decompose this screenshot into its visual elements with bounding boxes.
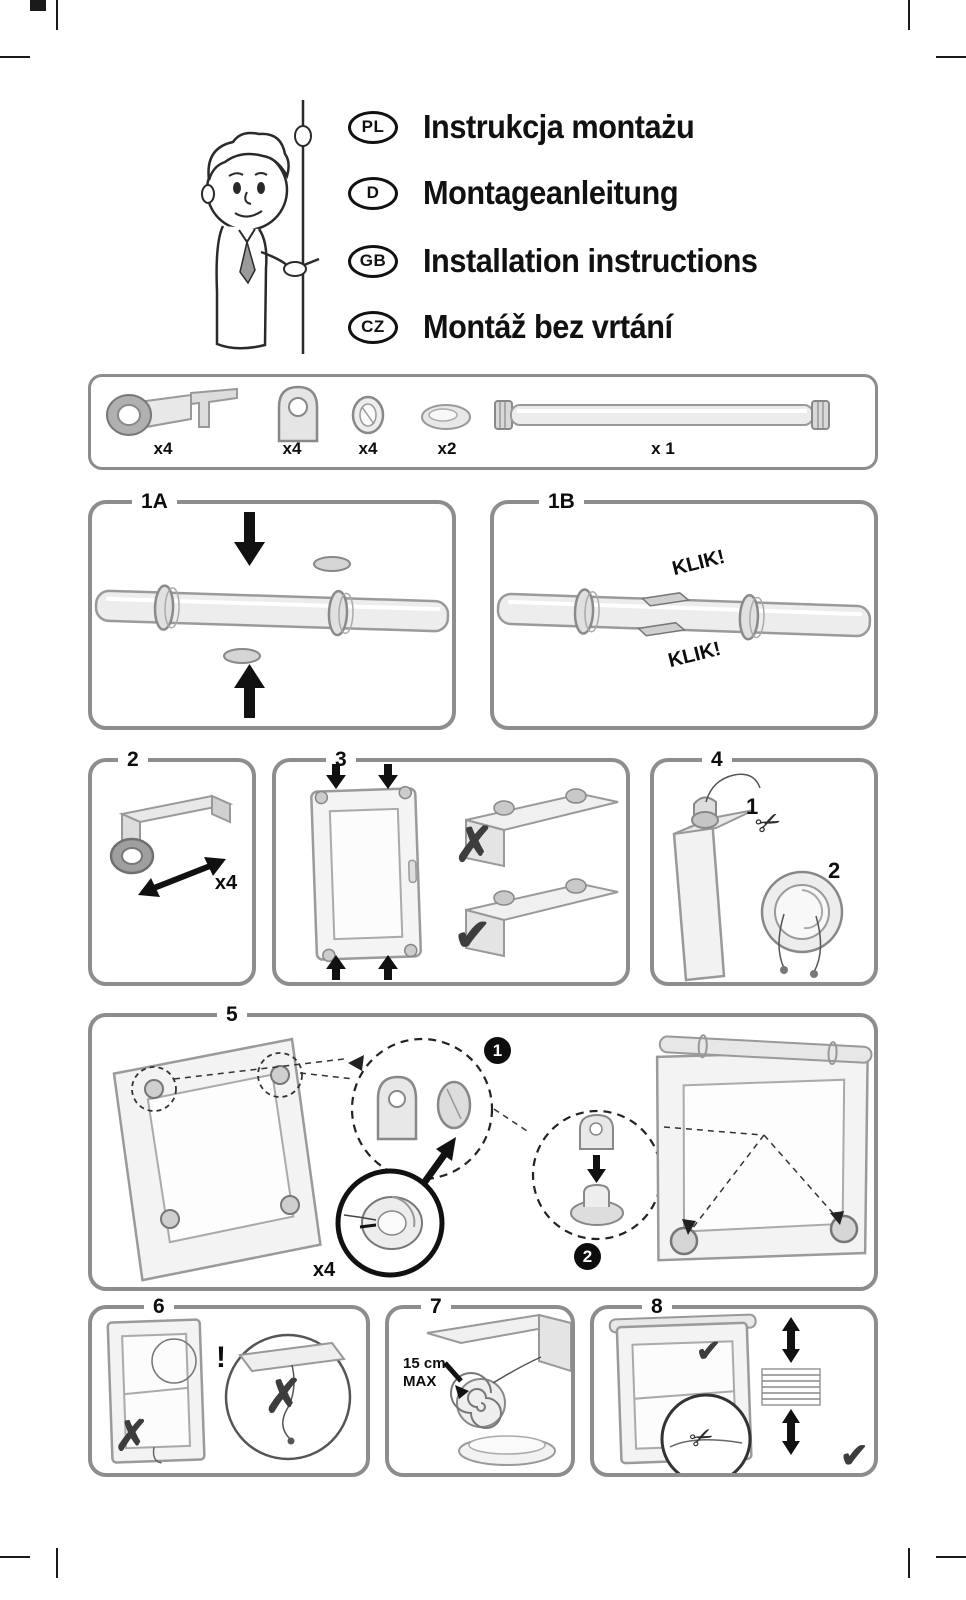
parts-illustration bbox=[106, 385, 830, 443]
step-7-label: 7 bbox=[421, 1291, 451, 1323]
step-1a-box: 1A bbox=[88, 486, 456, 730]
parts-list-box: x4 x4 x4 x2 x 1 bbox=[88, 374, 878, 470]
language-title-cz: Montáž bez vrtání bbox=[423, 308, 673, 345]
step-4-label: 4 bbox=[702, 744, 732, 776]
language-row-pl: PL Instrukcja montażu bbox=[348, 104, 715, 150]
language-row-d: D Montageanleitung bbox=[348, 170, 697, 216]
step-7-illustration bbox=[426, 1313, 571, 1466]
part-qty-disc: x4 bbox=[358, 439, 378, 458]
step-1b-box: 1B KLIK! KLIK! bbox=[490, 486, 878, 730]
step-3-check-mark: ✔ bbox=[454, 911, 491, 960]
crop-mark bbox=[30, 0, 46, 11]
step-6-exclamation: ! bbox=[216, 1341, 226, 1374]
step-6-cross-window: ✗ bbox=[114, 1412, 150, 1459]
crop-mark bbox=[0, 56, 30, 58]
step-7-15cm-text: 15 cm bbox=[403, 1355, 446, 1372]
crop-mark bbox=[936, 56, 966, 58]
step-6-cross-detail: ✗ bbox=[264, 1370, 303, 1422]
crop-mark bbox=[908, 1548, 910, 1578]
step-8-box: 8 ✔ ✂ ✔ bbox=[590, 1291, 878, 1477]
language-row-cz: CZ Montáž bez vrtání bbox=[348, 304, 691, 350]
step-5-badge-2: 2 bbox=[574, 1243, 601, 1270]
language-row-gb: GB Installation instructions bbox=[348, 238, 783, 284]
language-code-gb: GB bbox=[348, 244, 398, 278]
step-1b-illustration bbox=[496, 588, 872, 641]
step-4-box: 4 1 ✂ 2 bbox=[650, 744, 878, 986]
step-3-label: 3 bbox=[326, 744, 356, 776]
step-8-check-bottom: ✔ bbox=[840, 1437, 869, 1475]
part-qty-rod: x 1 bbox=[651, 439, 675, 458]
part-qty-cap: x2 bbox=[437, 439, 457, 458]
crop-mark bbox=[56, 0, 58, 30]
step-2-label: 2 bbox=[118, 744, 148, 776]
step-6-box: 6 ✗ ! ✗ bbox=[88, 1291, 370, 1477]
step-5-box: 5 bbox=[88, 999, 878, 1291]
step-4-number-2: 2 bbox=[828, 858, 841, 883]
peeking-character-illustration bbox=[201, 100, 320, 354]
step-1a-illustration bbox=[94, 512, 450, 718]
language-code-cz: CZ bbox=[348, 310, 398, 344]
step-7-max-text: MAX bbox=[403, 1373, 437, 1390]
step-5-badge-1: 1 bbox=[484, 1037, 511, 1064]
language-title-d: Montageanleitung bbox=[423, 174, 679, 211]
step-8-check-top: ✔ bbox=[696, 1335, 722, 1368]
step-6-illustration bbox=[106, 1318, 352, 1464]
crop-mark bbox=[908, 0, 910, 30]
language-title-gb: Installation instructions bbox=[423, 242, 758, 279]
step-3-illustration bbox=[310, 764, 619, 980]
language-code-d: D bbox=[348, 176, 398, 210]
crop-mark bbox=[56, 1548, 58, 1578]
step-2-qty: x4 bbox=[214, 872, 238, 894]
step-2-illustration bbox=[109, 794, 234, 897]
step-4-number-1: 1 bbox=[746, 794, 759, 819]
step-5-illustration bbox=[112, 1034, 873, 1282]
step-4-illustration bbox=[672, 773, 844, 982]
crop-mark bbox=[936, 1556, 966, 1558]
step-8-illustration bbox=[608, 1313, 821, 1473]
step-1b-label: 1B bbox=[539, 486, 584, 518]
step-7-box: 7 15 cm MAX bbox=[385, 1291, 575, 1477]
step-5-qty: x4 bbox=[312, 1259, 336, 1281]
step-1a-label: 1A bbox=[132, 486, 177, 518]
step-3-cross-mark: ✗ bbox=[454, 819, 495, 872]
language-code-pl: PL bbox=[348, 110, 398, 144]
step-3-box: 3 ✗ ✔ bbox=[272, 744, 630, 986]
crop-mark bbox=[0, 1556, 30, 1558]
part-qty-hook: x4 bbox=[282, 439, 302, 458]
language-title-pl: Instrukcja montażu bbox=[423, 108, 695, 145]
part-qty-clamp: x4 bbox=[153, 439, 173, 458]
step-5-label: 5 bbox=[217, 999, 247, 1031]
step-2-box: 2 x4 bbox=[88, 744, 256, 986]
step-6-label: 6 bbox=[144, 1291, 174, 1323]
